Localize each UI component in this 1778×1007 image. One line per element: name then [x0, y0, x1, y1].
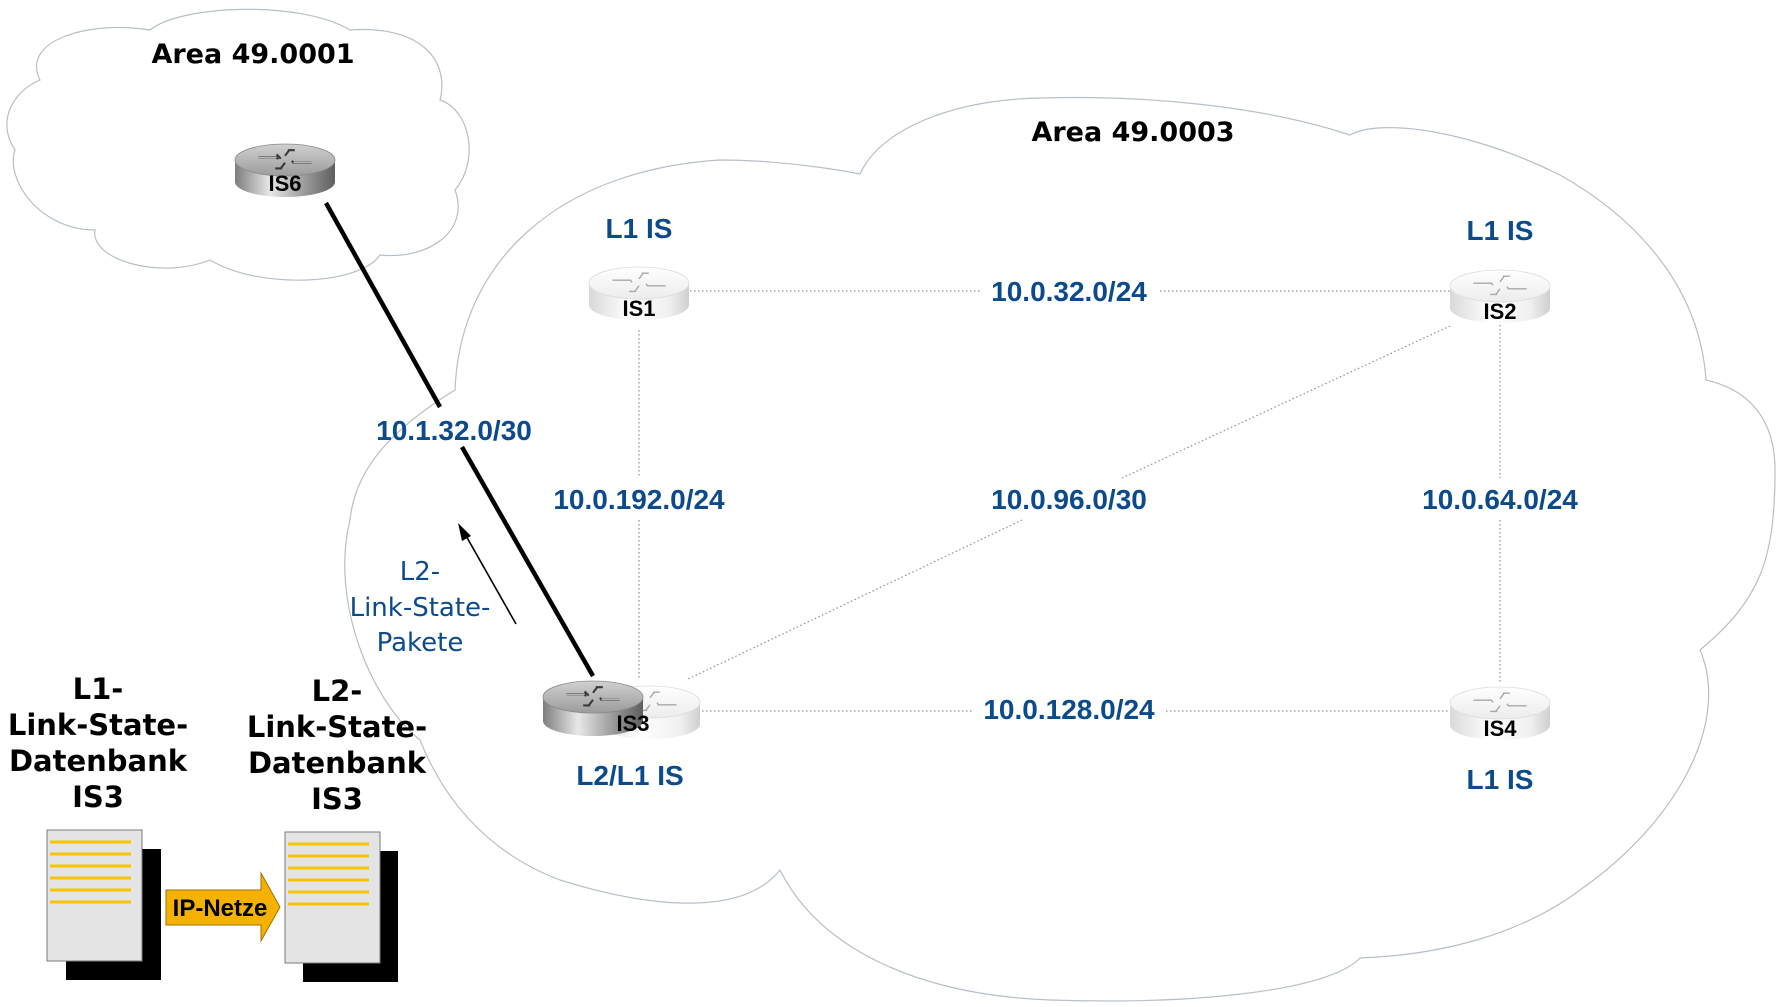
area-title-49-0003: Area 49.0003 [1031, 117, 1234, 148]
router-is6[interactable]: IS6 [234, 143, 336, 197]
network-label-10-0-96-0: 10.0.96.0/30 [991, 484, 1147, 515]
l2-database-document-icon [284, 831, 398, 982]
l1-database-title: L1- Link-State- Datenbank IS3 [8, 672, 188, 814]
l1-links [638, 290, 1501, 712]
router-name: IS1 [622, 296, 655, 321]
db-title-line: IS3 [72, 780, 124, 814]
network-label-10-0-32-0: 10.0.32.0/24 [991, 276, 1147, 307]
db-title-line: L2- [312, 674, 363, 708]
router-is1[interactable]: IS1 [588, 266, 690, 321]
router-is2[interactable]: IS2 [1449, 269, 1551, 324]
lsp-annotation-line: L2- [400, 557, 440, 587]
router-is3-l2-part [542, 680, 644, 736]
l2-database-title: L2- Link-State- Datenbank IS3 [247, 674, 427, 816]
role-label-is3: L2/L1 IS [576, 760, 683, 791]
ip-netze-label: IP-Netze [173, 895, 268, 922]
area-title-49-0001: Area 49.0001 [151, 39, 354, 70]
router-is3[interactable]: IS3 [542, 680, 701, 739]
role-label-is1: L1 IS [606, 213, 673, 244]
router-name: IS3 [616, 711, 649, 736]
network-label-10-0-128-0: 10.0.128.0/24 [983, 694, 1155, 725]
db-title-line: Datenbank [248, 746, 427, 780]
network-label-10-0-64-0: 10.0.64.0/24 [1422, 484, 1578, 515]
role-label-is2: L1 IS [1467, 215, 1534, 246]
db-title-line: Link-State- [8, 708, 188, 742]
area-cloud-49-0003 [344, 96, 1776, 1002]
network-label-10-1-32-0: 10.1.32.0/30 [376, 415, 532, 446]
lsp-annotation: L2- Link-State- Pakete [350, 557, 491, 658]
l2-link-is6-is3 [324, 201, 595, 678]
router-name: IS2 [1483, 299, 1516, 324]
router-name: IS6 [268, 171, 301, 196]
link-is2-is3-upper [1121, 325, 1451, 479]
area-cloud-49-0001 [6, 8, 470, 281]
lsp-annotation-line: Link-State- [350, 593, 491, 623]
lsp-annotation-line: Pakete [377, 628, 464, 658]
router-is4[interactable]: IS4 [1449, 686, 1551, 741]
db-title-line: Link-State- [247, 710, 427, 744]
db-title-line: Datenbank [9, 744, 188, 778]
role-label-is4: L1 IS [1467, 764, 1534, 795]
ip-netze-arrow: IP-Netze [165, 871, 281, 943]
lsp-direction-arrow [458, 523, 517, 625]
db-title-line: IS3 [311, 782, 363, 816]
network-label-10-0-192-0: 10.0.192.0/24 [553, 484, 725, 515]
router-name: IS4 [1483, 716, 1517, 741]
l1-database-document-icon [46, 829, 161, 980]
db-title-line: L1- [73, 672, 124, 706]
